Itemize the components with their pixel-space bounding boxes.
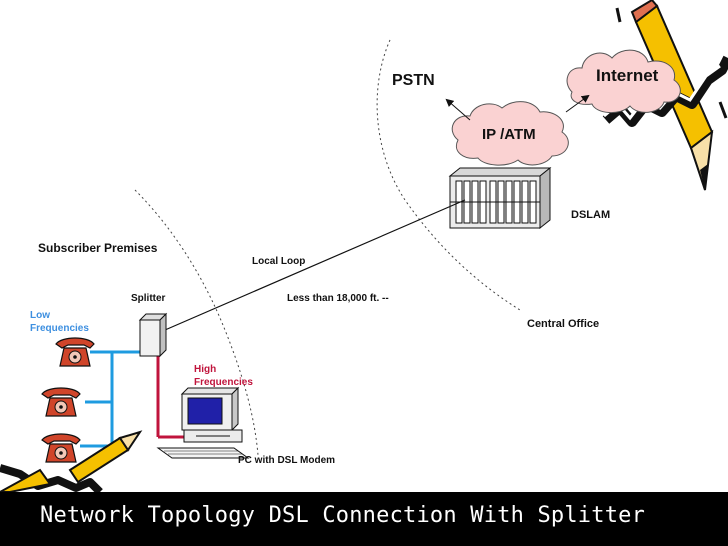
distance-label: Less than 18,000 ft. -- (287, 293, 389, 304)
telephone-icon (55, 337, 95, 367)
high-frequencies-label-line2: Frequencies (194, 377, 253, 388)
central-office-boundary (376, 39, 521, 311)
arrow-to-pstn (445, 98, 471, 121)
subscriber-premises-label: Subscriber Premises (38, 241, 158, 255)
central-office-label: Central Office (527, 318, 600, 330)
high-frequencies-label-line1: High (194, 364, 217, 375)
splitter-device (138, 312, 168, 358)
dslam-rack (448, 166, 552, 230)
ip-atm-cloud (451, 101, 569, 166)
high-frequency-wiring (156, 352, 188, 439)
low-frequencies-label-line1: Low (30, 310, 50, 321)
arrow-to-internet (565, 94, 590, 113)
footer-bar (0, 492, 728, 546)
splitter-label: Splitter (131, 293, 166, 304)
telephone-icon (41, 433, 81, 463)
pencil-illustration-bottom (0, 430, 143, 495)
pstn-label: PSTN (392, 72, 435, 89)
pc-computer-icon (156, 386, 250, 459)
pc-with-dsl-modem-label: PC with DSL Modem (238, 455, 336, 466)
telephone-icon (41, 387, 81, 417)
internet-cloud (566, 49, 681, 113)
local-loop-label: Local Loop (252, 256, 306, 267)
slide-title: Network Topology DSL Connection With Spl… (40, 503, 646, 528)
low-frequencies-label-line2: Frequencies (30, 323, 89, 334)
ip-atm-label: IP /ATM (482, 126, 536, 143)
dslam-label: DSLAM (571, 209, 611, 221)
local-loop-line (164, 199, 466, 331)
internet-label: Internet (596, 66, 659, 85)
premises-boundary (134, 189, 259, 456)
